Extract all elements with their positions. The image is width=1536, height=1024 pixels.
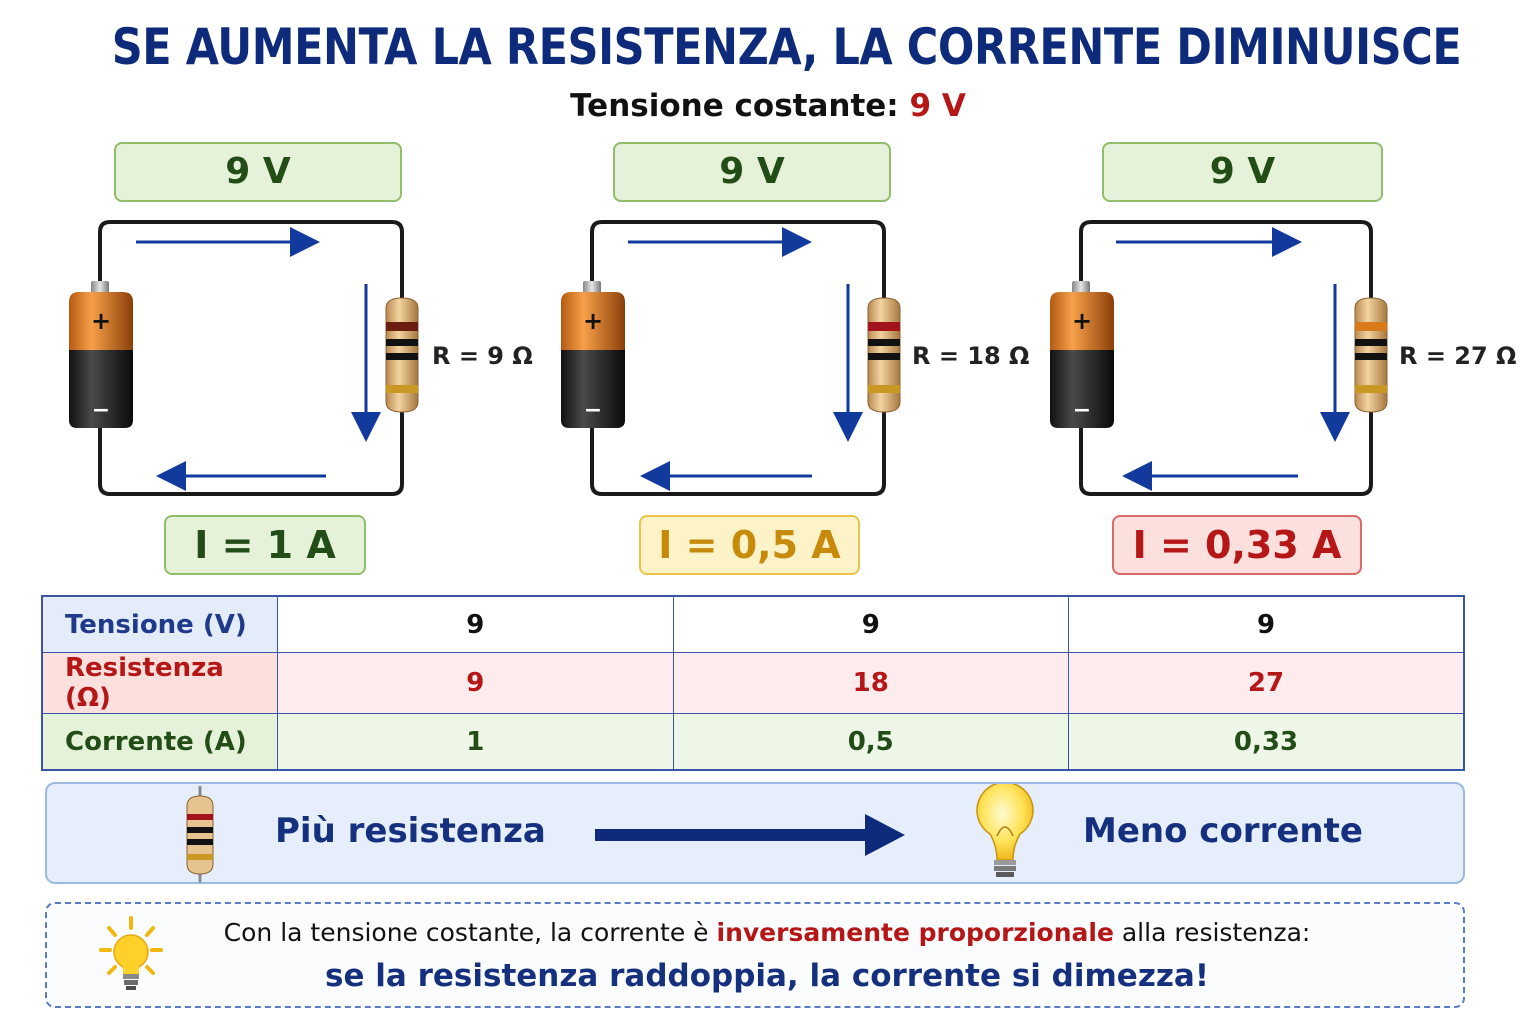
row-header: Corrente (A) <box>41 713 278 771</box>
circuit-3: + − <box>1050 220 1388 496</box>
circuit-1: + − <box>69 220 419 496</box>
table-cell: 27 <box>1068 652 1465 714</box>
battery-minus: − <box>92 398 110 423</box>
note-highlight: inversamente proporzionale <box>716 918 1114 947</box>
resistor-icon <box>867 297 901 413</box>
arrow-right-icon <box>595 814 905 856</box>
battery-icon: + − <box>1050 281 1114 428</box>
current-badge-3: I = 0,33 A <box>1112 515 1362 575</box>
resistor-icon <box>186 786 214 882</box>
battery-icon: + − <box>561 281 625 428</box>
note-text: Con la tensione costante, la corrente è <box>223 918 717 947</box>
table-cell: 18 <box>672 652 1069 714</box>
subtitle: Tensione costante: 9 V <box>0 88 1536 124</box>
battery-minus: − <box>1073 398 1091 423</box>
battery-plus: + <box>91 307 111 335</box>
subtitle-label: Tensione costante: <box>570 88 899 124</box>
table-row: Tensione (V) 9 9 9 <box>41 595 1465 653</box>
circuit-2: + − <box>561 220 901 496</box>
resistance-label-1: R = 9 Ω <box>432 342 533 370</box>
values-table: Tensione (V) 9 9 9 Resistenza (Ω) 9 18 2… <box>41 595 1465 771</box>
table-cell: 9 <box>277 652 674 714</box>
light-bulb-icon <box>99 916 163 990</box>
battery-icon: + − <box>69 281 133 428</box>
wire <box>590 220 886 496</box>
battery-plus: + <box>583 307 603 335</box>
conclusion-note: Con la tensione costante, la corrente è … <box>45 902 1465 1008</box>
table-cell: 1 <box>277 713 674 771</box>
relation-band: Più resistenza Meno corrente <box>45 782 1465 884</box>
note-line-1: Con la tensione costante, la corrente è … <box>47 918 1487 947</box>
row-header: Resistenza (Ω) <box>41 652 278 714</box>
current-badge-2: I = 0,5 A <box>639 515 860 575</box>
wire <box>98 220 404 496</box>
table-cell: 9 <box>1068 595 1465 653</box>
voltage-badge-2: 9 V <box>613 142 891 202</box>
page-title: SE AUMENTA LA RESISTENZA, LA CORRENTE DI… <box>111 18 1462 76</box>
voltage-badge-3: 9 V <box>1102 142 1383 202</box>
subtitle-voltage: 9 V <box>909 88 966 124</box>
table-cell: 0,5 <box>672 713 1069 771</box>
voltage-badge-1: 9 V <box>114 142 402 202</box>
resistance-label-2: R = 18 Ω <box>912 342 1030 370</box>
relation-graphics <box>186 784 1034 882</box>
table-cell: 9 <box>672 595 1069 653</box>
table-row: Resistenza (Ω) 9 18 27 <box>41 652 1465 714</box>
wire <box>1079 220 1373 496</box>
resistance-label-3: R = 27 Ω <box>1399 342 1517 370</box>
resistor-icon <box>1354 297 1388 413</box>
battery-minus: − <box>584 398 602 423</box>
current-badge-1: I = 1 A <box>164 515 366 575</box>
battery-plus: + <box>1072 307 1092 335</box>
row-header: Tensione (V) <box>41 595 278 653</box>
light-bulb-icon <box>976 784 1034 877</box>
table-row: Corrente (A) 1 0,5 0,33 <box>41 713 1465 771</box>
resistor-icon <box>385 297 419 413</box>
less-current-label: Meno corrente <box>1083 811 1363 851</box>
more-resistance-label: Più resistenza <box>275 811 546 851</box>
table-cell: 0,33 <box>1068 713 1465 771</box>
note-line-2: se la resistenza raddoppia, la corrente … <box>325 958 1209 994</box>
circuit-diagrams: + − + − <box>69 220 1388 496</box>
table-cell: 9 <box>277 595 674 653</box>
note-text: alla resistenza: <box>1113 918 1311 947</box>
